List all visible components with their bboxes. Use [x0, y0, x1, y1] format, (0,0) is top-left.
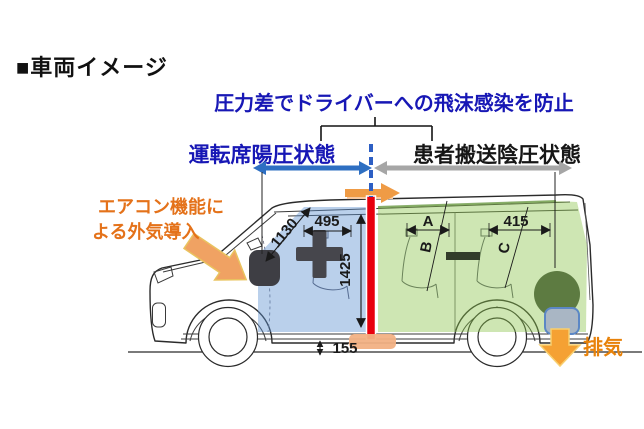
page-title: ■車両イメージ — [16, 55, 168, 80]
partition-seal-bottom — [349, 334, 396, 349]
stretcher-bar — [446, 252, 480, 260]
exhaust-label: 排気 — [583, 335, 623, 359]
air-intake-arrow-icon — [182, 232, 248, 281]
wheels — [197, 306, 528, 368]
exhaust-fan — [534, 271, 580, 317]
dim-ticks-415 — [488, 223, 551, 237]
air-intake-label-line2: よる外気導入 — [92, 221, 199, 242]
dim-diag-c — [504, 206, 529, 289]
air-intake-label-line1: エアコン機能に — [98, 196, 224, 217]
seal-flow-arrow-icon — [345, 183, 400, 203]
note-bracket — [320, 117, 433, 141]
seat-row2 — [401, 228, 439, 299]
dim-diag-b — [426, 200, 448, 292]
rear-inner-edge — [584, 202, 591, 301]
window-sill-line — [287, 209, 579, 217]
front-air-slot — [152, 302, 166, 328]
dim-415: 415 — [503, 213, 528, 230]
front-wheel-rim — [208, 317, 248, 357]
driver-arrow-right-head — [359, 161, 372, 175]
rear-wheel-rim — [477, 317, 517, 357]
patient-zone-top-edge — [377, 200, 557, 208]
patient-zone-label: 患者搬送陰圧状態 — [413, 143, 581, 167]
dim-seat-b: B — [417, 240, 436, 254]
driver-arrow-left-head — [253, 161, 266, 175]
driver-pressure-arrow — [253, 161, 372, 175]
headlight — [153, 266, 174, 284]
roof-inner-line — [273, 201, 571, 213]
patient-arrow-left-head — [374, 161, 387, 175]
exhaust-arrow-icon — [538, 328, 582, 368]
dimension-lines — [265, 200, 551, 356]
patient-pressure-arrow — [374, 161, 572, 175]
driver-zone-label: 運転席陽圧状態 — [189, 143, 336, 167]
air-intake-vent — [249, 250, 280, 286]
patient-arrow-right-head — [559, 161, 572, 175]
partition-bar — [365, 195, 377, 341]
dim-1425: 1425 — [337, 253, 354, 286]
dim-seat-a: A — [423, 213, 434, 230]
dim-line-1130 — [265, 207, 311, 262]
dim-seat-c: C — [495, 241, 514, 255]
dim-155: 155 — [332, 340, 357, 357]
dim-ticks-a — [406, 223, 450, 237]
hvac-plus-vertical — [312, 230, 327, 278]
dim-495: 495 — [314, 213, 339, 230]
pressure-note-label: 圧力差でドライバーへの飛沫感染を防止 — [214, 91, 574, 115]
